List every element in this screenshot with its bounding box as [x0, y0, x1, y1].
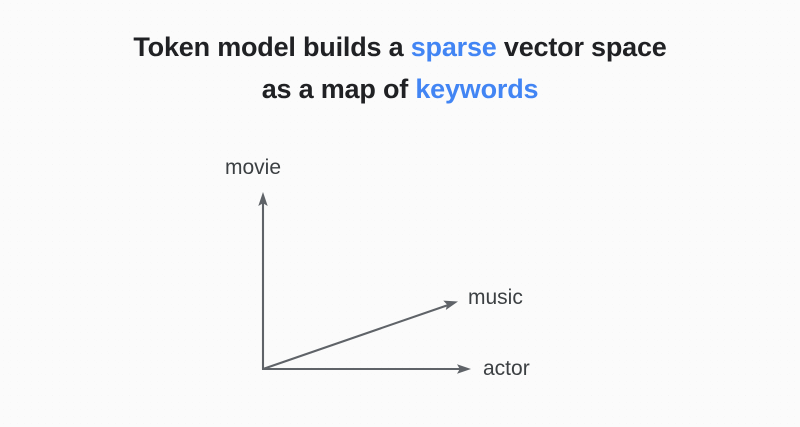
axis-label-movie: movie — [225, 156, 282, 179]
vector-music-line — [262, 304, 448, 370]
y-axis-arrowhead-icon — [258, 192, 268, 206]
x-axis-actor — [262, 364, 471, 374]
title-highlight-sparse: sparse — [410, 32, 497, 62]
title-line-2: as a map of keywords — [0, 68, 800, 110]
title-line-2-text-before: as a map of — [261, 74, 416, 104]
y-axis-movie — [258, 192, 268, 370]
title-line-1-text-after: vector space — [496, 32, 667, 62]
page-title: Token model builds a sparse vector space… — [0, 26, 800, 110]
vector-music-arrowhead-icon — [443, 300, 458, 310]
title-line-1-text-before: Token model builds a — [133, 32, 411, 62]
title-line-1: Token model builds a sparse vector space — [0, 26, 800, 68]
axis-label-music: music — [468, 286, 523, 309]
axis-label-actor: actor — [483, 357, 530, 380]
title-highlight-keywords: keywords — [415, 74, 539, 104]
x-axis-arrowhead-icon — [457, 364, 471, 374]
vector-music — [262, 300, 458, 370]
